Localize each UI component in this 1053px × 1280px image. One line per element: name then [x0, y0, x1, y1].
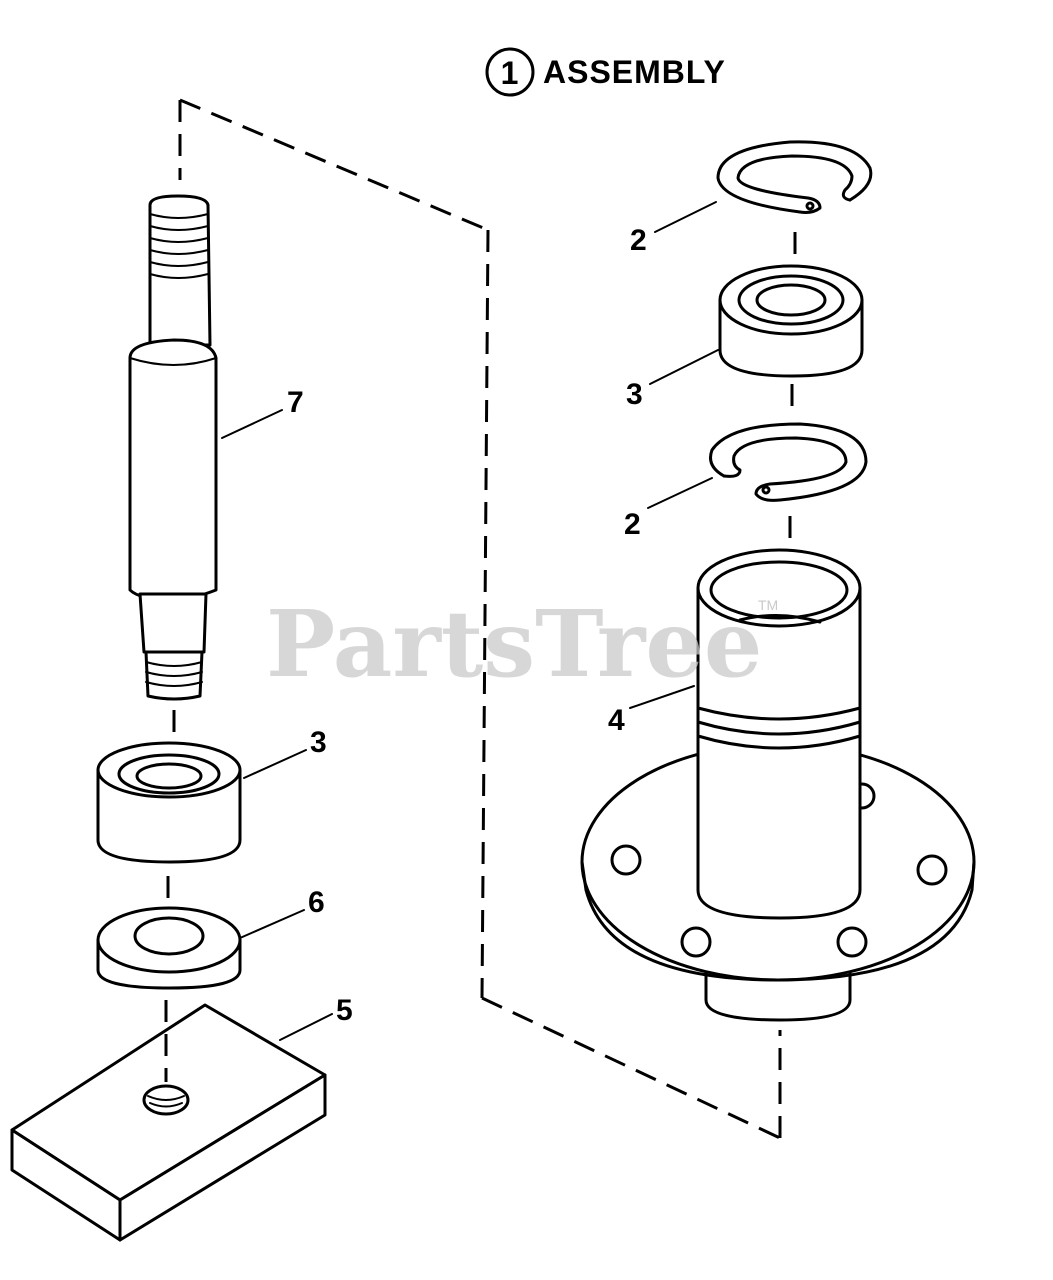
callout-bearing-left: 3: [243, 726, 327, 779]
callout-label-2-top: 2: [630, 224, 647, 257]
spindle-shaft: [128, 194, 218, 740]
callout-spacer: 6: [239, 886, 325, 939]
callout-ring-bottom: 2: [624, 477, 713, 541]
callout-label-7: 7: [287, 386, 304, 419]
callout-bearing-right: 3: [626, 349, 719, 411]
watermark-trademark: TM: [758, 597, 778, 613]
watermark: PartsTree TM: [266, 590, 778, 698]
bearing-left: [96, 741, 242, 900]
assembly-title: 1 ASSEMBLY: [485, 47, 726, 97]
bearing-right: [718, 264, 864, 410]
callout-label-2-bottom: 2: [624, 508, 641, 541]
callout-label-4: 4: [608, 704, 625, 737]
assembly-number-circle: [485, 47, 535, 97]
assembly-boundary: [178, 98, 782, 1140]
callout-label-5: 5: [336, 994, 353, 1027]
assembly-number: 1: [501, 55, 520, 91]
callout-block: 5: [279, 994, 353, 1041]
spindle-housing: [580, 548, 976, 1022]
callout-ring-top: 2: [630, 201, 717, 257]
watermark-text: PartsTree: [266, 590, 762, 698]
spacer-washer: [96, 906, 242, 990]
callout-housing: 4: [608, 685, 695, 737]
mounting-block: [10, 1000, 327, 1242]
snap-ring-bottom: [709, 422, 868, 540]
assembly-title-text: ASSEMBLY: [543, 54, 726, 90]
callout-label-3-right: 3: [626, 378, 643, 411]
callout-label-6: 6: [308, 886, 325, 919]
callout-label-3-left: 3: [310, 726, 327, 759]
snap-ring-top: [716, 140, 873, 258]
callout-shaft: 7: [221, 386, 304, 439]
